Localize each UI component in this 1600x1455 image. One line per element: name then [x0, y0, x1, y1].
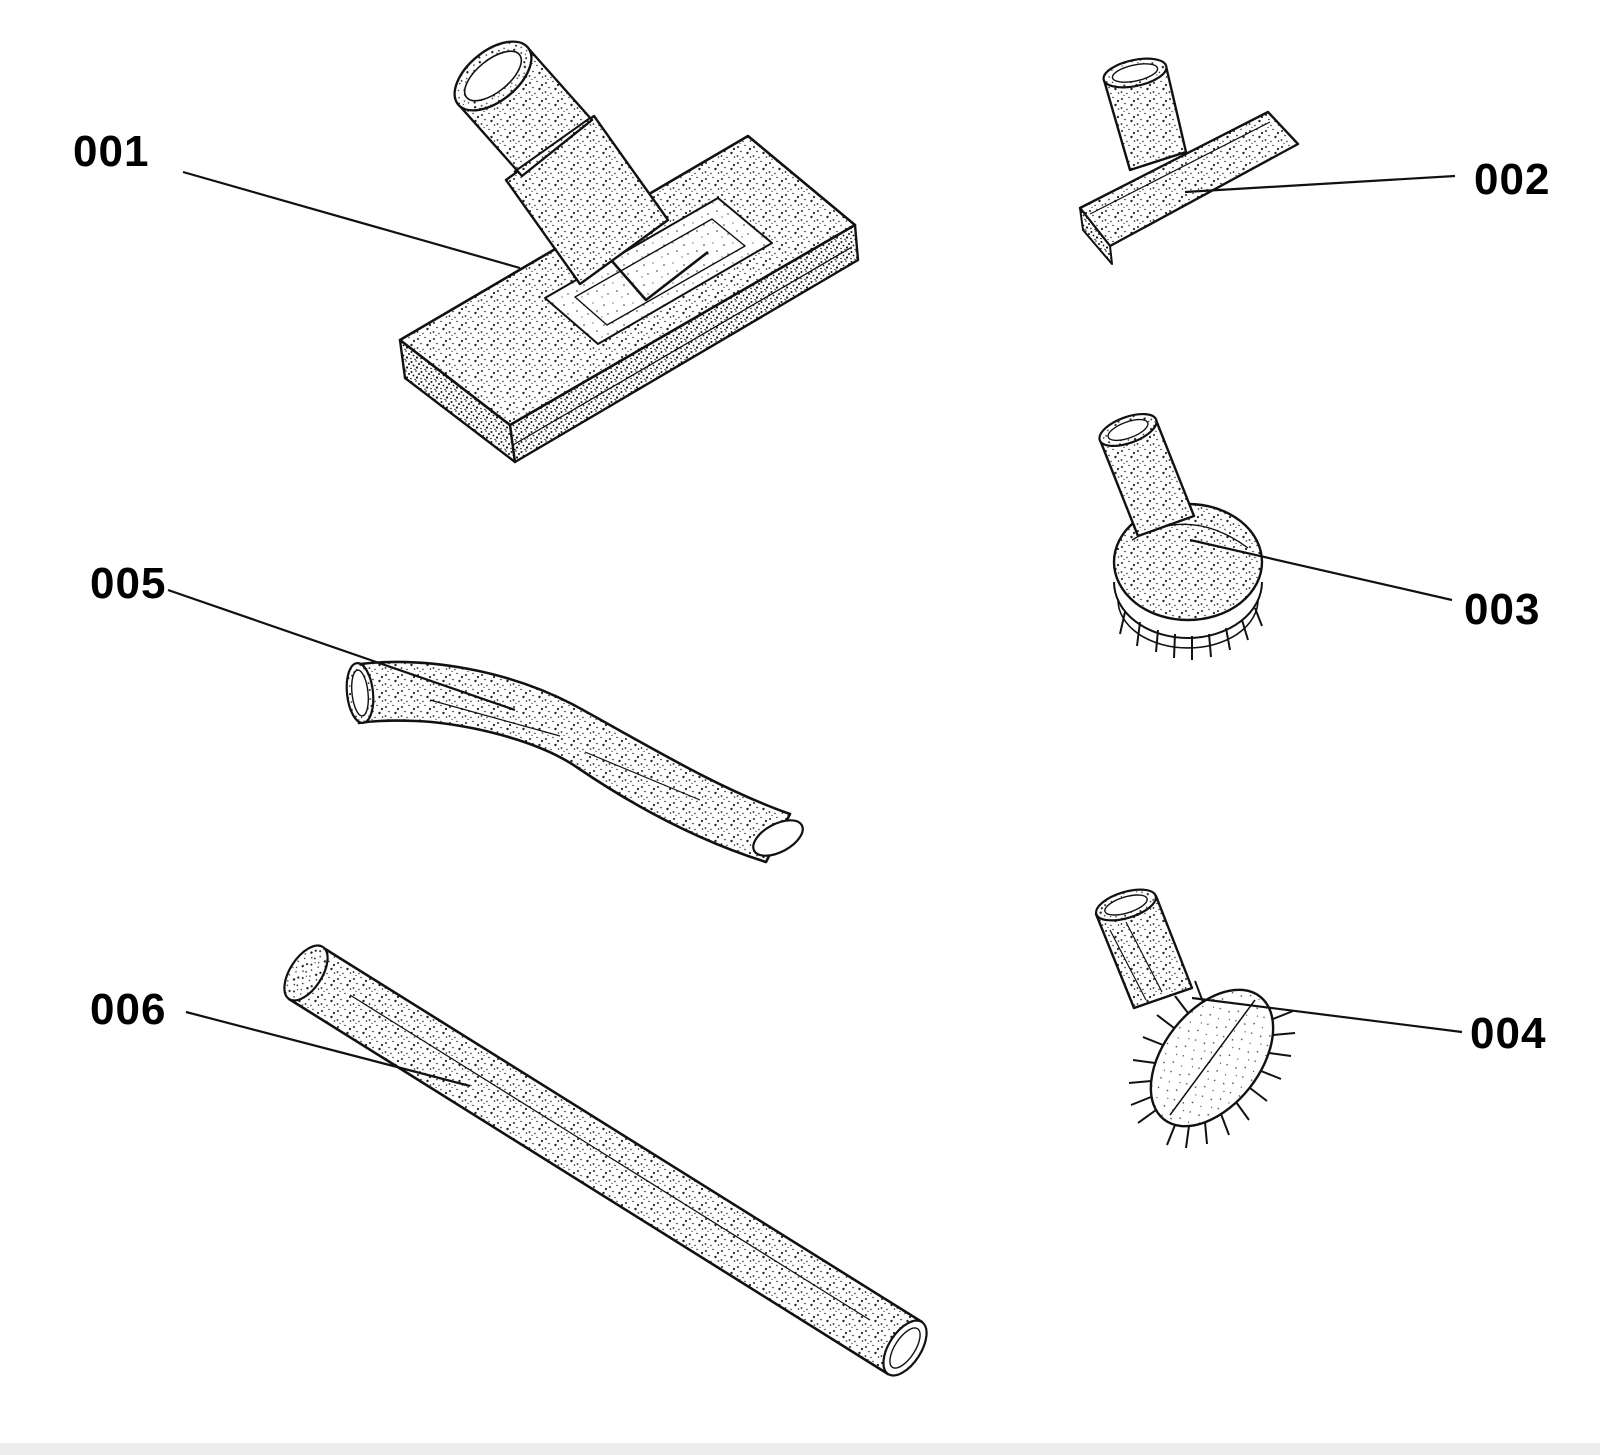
- part-label-005: 005: [90, 559, 167, 608]
- leader-line-006: [185, 1010, 471, 1088]
- round-dusting-brush-illustration: [1098, 412, 1264, 660]
- floor-nozzle-illustration: [398, 40, 860, 464]
- bent-wand-illustration: [345, 660, 804, 864]
- part-label-001: 001: [73, 127, 150, 176]
- oval-bristle-brush-illustration: [1094, 888, 1296, 1149]
- bottom-edge-strip: [0, 1443, 1600, 1455]
- leader-line-003: [1189, 538, 1453, 602]
- extension-tube-illustration: [283, 944, 928, 1377]
- leader-line-005: [167, 588, 516, 712]
- part-label-006: 006: [90, 985, 167, 1034]
- upholstery-nozzle-illustration: [1078, 57, 1300, 265]
- leader-line-004: [1191, 996, 1463, 1034]
- part-label-004: 004: [1470, 1009, 1547, 1058]
- part-label-003: 003: [1464, 585, 1541, 634]
- leader-line-002: [1184, 174, 1456, 194]
- leader-line-001: [182, 170, 521, 270]
- part-label-002: 002: [1474, 155, 1551, 204]
